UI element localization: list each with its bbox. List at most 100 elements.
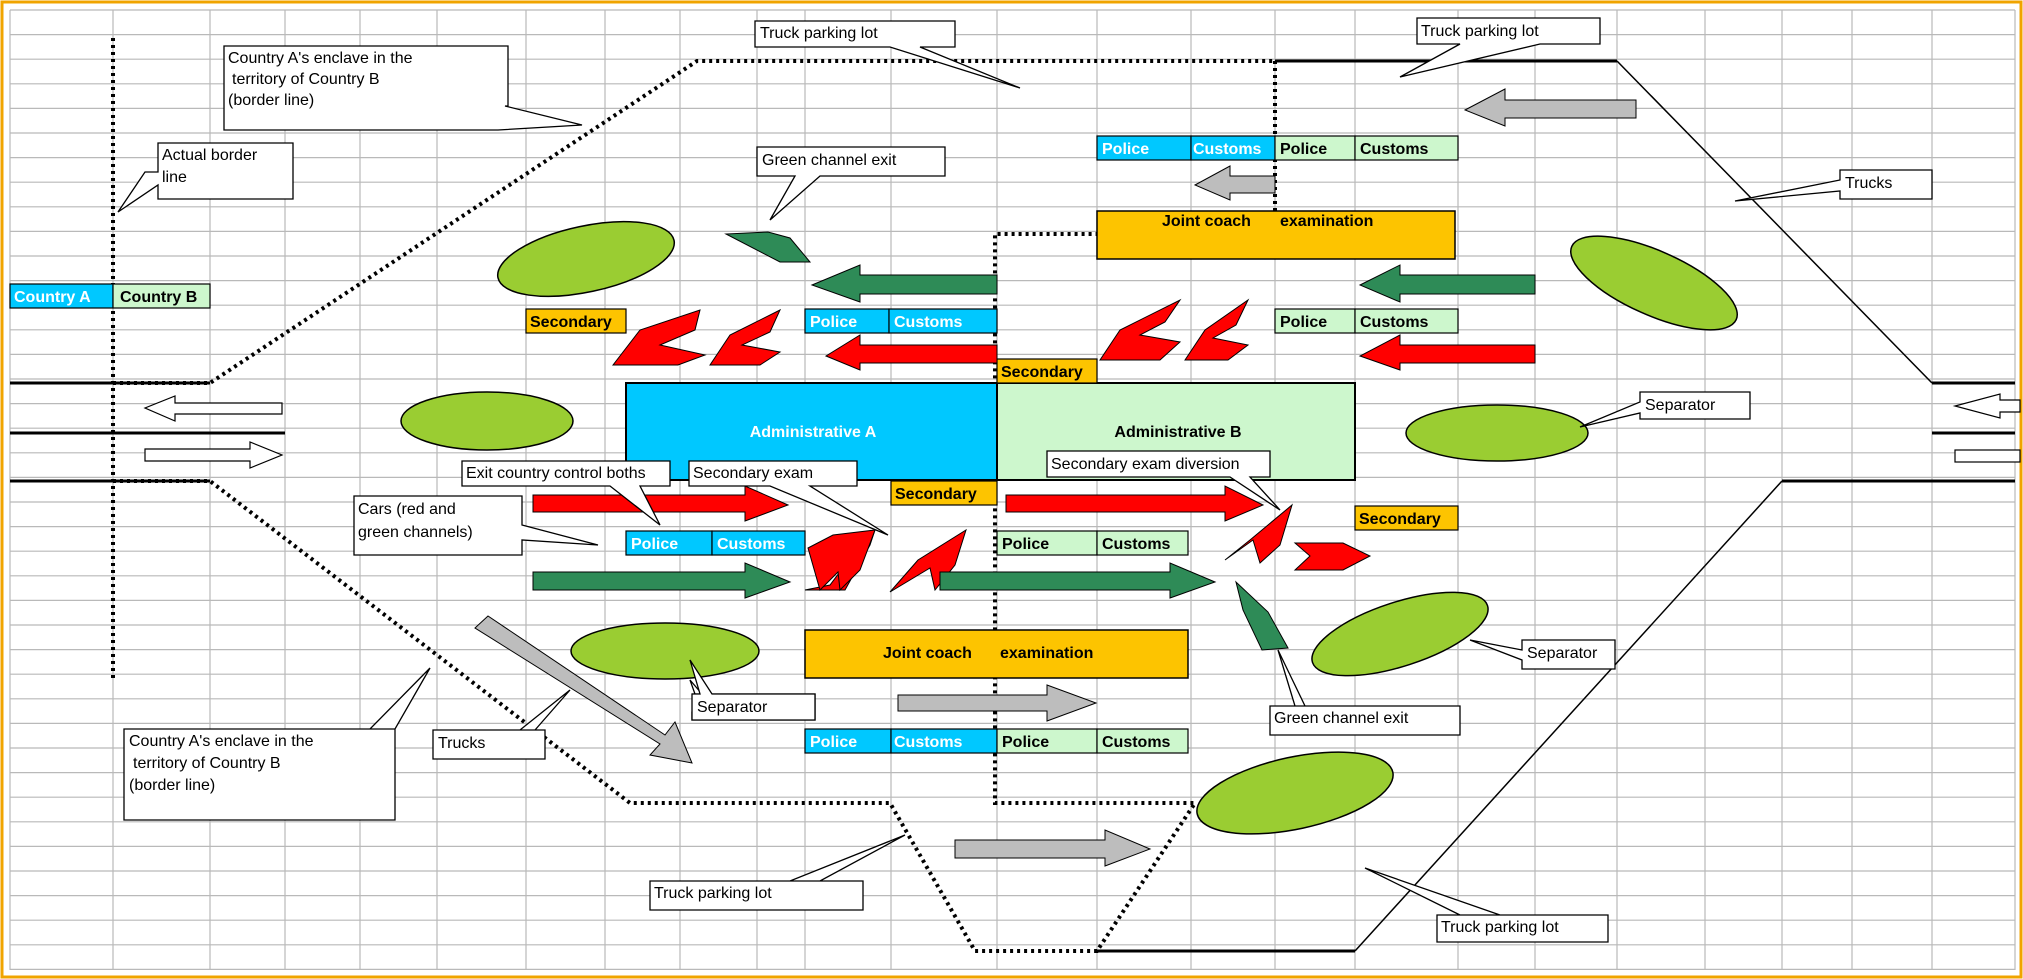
callout-enclave-text: Country A's enclave in the — [228, 50, 413, 67]
red-chevron-arrow — [709, 308, 782, 366]
police-label: Police — [810, 314, 857, 331]
red-chevron-arrow — [1099, 298, 1182, 361]
callout-cars-text: Cars (red and — [358, 501, 456, 518]
green-arrows — [532, 231, 1536, 651]
callout-enclave-text: Country A's enclave in the — [129, 733, 314, 750]
callout-trucks: Trucks — [1845, 175, 1892, 192]
callout-exit-control: Exit country control boths — [466, 465, 646, 482]
callout-enclave-text: territory of Country B — [232, 71, 380, 88]
customs-label: Customs — [1102, 734, 1171, 751]
separator-oval — [1311, 591, 1489, 677]
joint-coach-exam-top: Joint coach examination — [1096, 210, 1456, 260]
callout-separator: Separator — [697, 699, 768, 716]
green-arrow-left — [810, 264, 998, 303]
customs-label: Customs — [1360, 314, 1429, 331]
separator-oval — [570, 622, 760, 680]
green-arrow-left — [1358, 264, 1536, 303]
police-label: Police — [810, 734, 857, 751]
country-b-label: Country B — [120, 289, 197, 306]
police-label: Police — [1102, 141, 1149, 158]
police-customs-a-upper: Police Customs — [804, 308, 998, 334]
callout-actual-border-text: line — [162, 169, 187, 186]
road-arrow-left — [1952, 393, 2021, 419]
joint-coach-label: Joint coach — [1162, 213, 1251, 230]
customs-label: Customs — [1193, 141, 1262, 158]
customs-label: Customs — [894, 314, 963, 331]
separator-oval — [1196, 751, 1394, 835]
red-arrow-left — [1358, 334, 1536, 371]
red-chevron-arrow — [1224, 503, 1293, 564]
police-customs-bottom: Police Customs Police Customs — [804, 728, 1189, 754]
examination-label: examination — [1280, 213, 1373, 230]
police-label: Police — [1280, 314, 1327, 331]
grey-arrow-right — [897, 684, 1098, 722]
secondary-label: Secondary — [530, 314, 612, 331]
red-chevron-arrow — [807, 529, 876, 592]
red-arrows — [532, 298, 1536, 593]
road-arrows — [143, 393, 2021, 469]
separator-ovals — [400, 220, 1738, 835]
callout-truck-parking-lot: Truck parking lot — [760, 25, 878, 42]
red-arrow-right — [532, 485, 790, 522]
country-labels: Country A Country B — [9, 283, 211, 309]
police-label: Police — [631, 536, 678, 553]
callout-truck-parking-lot: Truck parking lot — [1421, 23, 1539, 40]
callout-separator: Separator — [1645, 397, 1716, 414]
admin-a-label: Administrative A — [750, 424, 877, 441]
road-arrow-left — [143, 395, 283, 422]
callout-green-channel-exit: Green channel exit — [762, 152, 897, 169]
callout-enclave-text: territory of Country B — [133, 755, 281, 772]
red-chevron-arrow — [1184, 298, 1250, 361]
green-channel-exit-arrow — [1235, 580, 1289, 651]
red-arrow-left — [824, 334, 998, 371]
callout-actual-border-text: Actual border — [162, 147, 258, 164]
grey-arrows — [474, 88, 1637, 867]
police-customs-b-upper: Police Customs — [1274, 308, 1459, 334]
callout-separator: Separator — [1527, 645, 1598, 662]
green-arrow-right — [939, 562, 1217, 599]
green-channel-exit-arrow — [724, 231, 812, 263]
callout-cars-text: green channels) — [358, 524, 473, 541]
police-customs-top-right: Police Customs Police Customs — [1096, 135, 1459, 161]
secondary-label: Secondary — [1001, 364, 1083, 381]
callout-trucks: Trucks — [438, 735, 485, 752]
grey-arrow-left — [1463, 88, 1637, 127]
callout-truck-parking-lot: Truck parking lot — [1441, 919, 1559, 936]
callouts: Truck parking lot Truck parking lot Coun… — [117, 17, 1933, 943]
red-arrow-right — [1293, 542, 1372, 571]
customs-label: Customs — [894, 734, 963, 751]
secondary-label: Secondary — [895, 486, 977, 503]
police-label: Police — [1002, 536, 1049, 553]
road-arrow-right — [144, 441, 284, 469]
secondary-label: Secondary — [1359, 511, 1441, 528]
red-arrow-right — [1005, 485, 1265, 522]
police-label: Police — [1280, 141, 1327, 158]
country-a-label: Country A — [14, 289, 91, 306]
callout-truck-parking-lot: Truck parking lot — [654, 885, 772, 902]
green-arrow-right — [532, 562, 792, 599]
red-chevron-arrow — [611, 309, 707, 366]
road-arrow-right — [1954, 449, 2021, 463]
police-label: Police — [1002, 734, 1049, 751]
separator-oval — [400, 391, 574, 451]
joint-coach-label: Joint coach — [883, 645, 972, 662]
callout-green-channel-exit: Green channel exit — [1274, 710, 1409, 727]
customs-label: Customs — [1102, 536, 1171, 553]
customs-label: Customs — [717, 536, 786, 553]
examination-label: examination — [1000, 645, 1093, 662]
separator-oval — [496, 220, 676, 298]
callout-enclave-text: (border line) — [129, 777, 215, 794]
grey-arrow-right — [954, 829, 1152, 867]
grid — [9, 9, 2016, 971]
secondary-boxes: Secondary Secondary Secondary Secondary — [525, 308, 1459, 531]
admin-b-label: Administrative B — [1114, 424, 1241, 441]
red-chevron-arrow — [889, 528, 967, 593]
police-customs-a-lower: Police Customs — [625, 530, 806, 556]
callout-secondary-exam: Secondary exam — [693, 465, 813, 482]
callout-secondary-exam-diversion: Secondary exam diversion — [1051, 456, 1240, 473]
truck-lot-outline — [1354, 60, 1933, 952]
separator-oval — [1405, 404, 1589, 462]
